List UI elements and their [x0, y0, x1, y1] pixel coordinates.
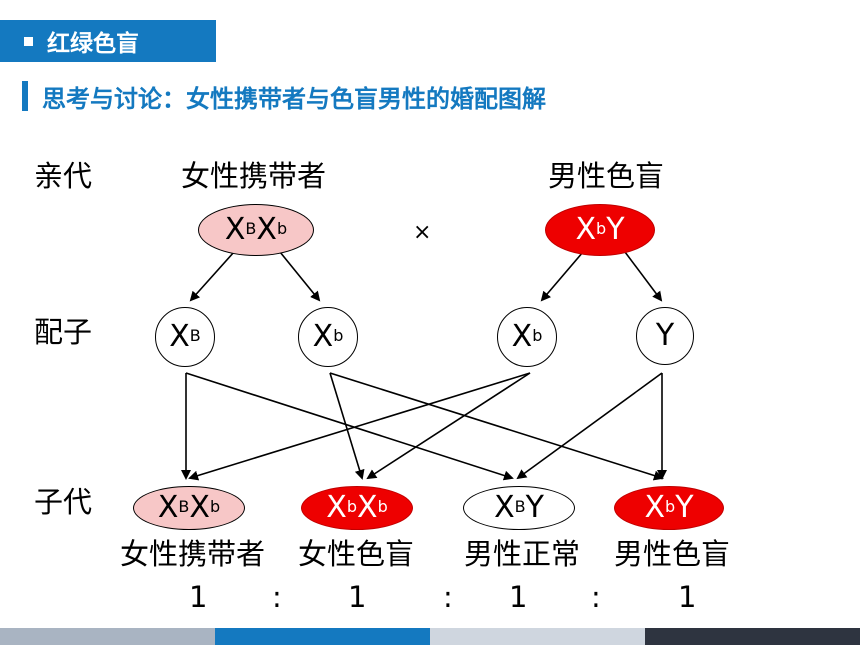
footer-segment-2: [215, 628, 430, 645]
ratio-sep-2: :: [443, 580, 453, 614]
footer-segment-3: [430, 628, 645, 645]
arrow-male-to-gamete3: [540, 251, 584, 302]
footer-segment-1: [0, 628, 215, 645]
offspring-desc-4: 男性色盲: [614, 537, 731, 571]
row-label-parents: 亲代: [34, 159, 93, 193]
arrow-female-to-gamete1: [189, 251, 235, 302]
ratio-value-1: 1: [189, 580, 208, 614]
arrow-g2-to-o2: [329, 372, 365, 480]
ratio-sep-1: :: [272, 580, 282, 614]
footer-segment-4: [645, 628, 860, 645]
bullet-square-icon: [24, 36, 33, 46]
ratio-value-4: 1: [678, 580, 697, 614]
offspring-desc-3: 男性正常: [464, 537, 581, 571]
ratio-sep-3: :: [591, 580, 601, 614]
male-parent-title: 男性色盲: [548, 159, 665, 193]
offspring-desc-2: 女性色盲: [298, 537, 415, 571]
arrow-g2-to-o4: [329, 372, 664, 481]
section-tag: 红绿色盲: [0, 20, 216, 62]
ratio-value-3: 1: [509, 580, 528, 614]
subtitle-text: 思考与讨论：女性携带者与色盲男性的婚配图解: [42, 84, 546, 113]
arrow-male-to-gamete4: [624, 251, 663, 302]
row-label-gametes: 配子: [34, 315, 93, 349]
cross-symbol: ×: [413, 220, 432, 245]
female-parent-title: 女性携带者: [181, 159, 327, 193]
offspring-desc-1: 女性携带者: [120, 537, 266, 571]
arrow-g3-to-o2: [366, 372, 531, 480]
arrow-g4-to-o3: [516, 372, 663, 480]
gamete-4: Y: [636, 307, 694, 365]
row-label-offspring: 子代: [34, 485, 93, 519]
subtitle: 思考与讨论：女性携带者与色盲男性的婚配图解: [22, 78, 546, 114]
ratio-value-2: 1: [348, 580, 367, 614]
footer-bar: [0, 628, 860, 645]
subtitle-bar: [22, 81, 28, 111]
arrow-g1-to-o3: [185, 372, 514, 481]
section-tag-label: 红绿色盲: [47, 31, 139, 57]
arrow-g3-to-o1: [188, 372, 531, 481]
arrow-female-to-gamete2: [279, 251, 321, 302]
